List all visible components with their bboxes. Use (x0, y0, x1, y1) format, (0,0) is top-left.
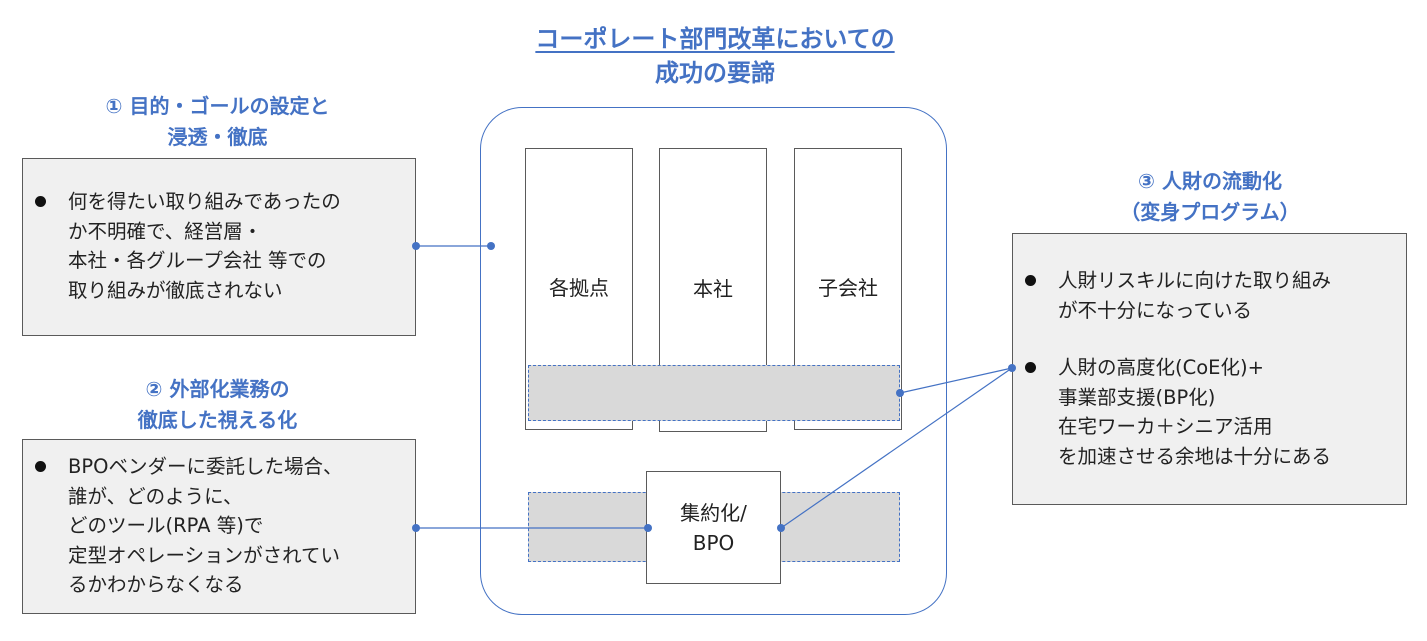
connector-band-to-talent (899, 367, 1013, 394)
column-subsidiaries-label: 子会社 (818, 275, 878, 300)
connector-endpoint (412, 242, 420, 250)
outsourcing-issue-line: 定型オペレーションがされてい (68, 543, 341, 567)
goal-issue-line: 本社・各グループ会社 等での (68, 249, 327, 272)
talent-issue-bullet-2: 人財の高度化(CoE化)+ 事業部支援(BP化) 在宅ワーカ＋シニア活用 を加速… (1021, 353, 1406, 471)
shared-function-band (528, 365, 900, 421)
heading-goal-setting-line-2: 浸透・徹底 (167, 125, 268, 149)
talent-issue-line: 事業部支援(BP化) (1058, 385, 1216, 409)
outsourcing-issue-line: BPOベンダーに委託した場合、 (68, 455, 343, 478)
talent-issue-line: を加速させる余地は十分にある (1058, 444, 1332, 468)
goal-issue-line: 取り組みが徹底されない (68, 278, 283, 302)
goal-issue-box: 何を得たい取り組みであったの か不明確で、経営層・ 本社・各グループ会社 等での… (22, 158, 416, 336)
outsourcing-issue-line: るかわからなくなる (68, 573, 244, 596)
outsourcing-issue-line: どのツール(RPA 等)で (68, 514, 264, 537)
connector-endpoint (487, 242, 495, 250)
connector-endpoint (644, 524, 652, 532)
heading-talent-mobility-line-2: （変身プログラム） (1120, 200, 1300, 224)
talent-issue-line: が不十分になっている (1058, 298, 1253, 322)
title-line-1: コーポレート部門改革においての (535, 25, 895, 53)
heading-talent-mobility-line-1: ③ 人財の流動化 (1138, 169, 1282, 193)
talent-issue-line: 人財リスキルに向けた取り組み (1058, 269, 1332, 292)
heading-talent-mobility: ③ 人財の流動化 （変身プログラム） (1040, 166, 1380, 228)
connector-bpo-to-talent (780, 367, 1013, 529)
talent-issue-line: 在宅ワーカ＋シニア活用 (1058, 415, 1273, 438)
column-headquarters-label: 本社 (693, 276, 733, 301)
goal-issue-line: 何を得たい取り組みであったの (68, 190, 341, 213)
connector-endpoint (777, 524, 785, 532)
bpo-label-line-1: 集約化/ (680, 500, 747, 525)
heading-goal-setting: ① 目的・ゴールの設定と 浸透・徹底 (40, 91, 395, 153)
bullet-icon (1025, 275, 1036, 286)
talent-issue-bullet-1: 人財リスキルに向けた取り組み が不十分になっている (1021, 266, 1406, 325)
bullet-icon (35, 461, 46, 472)
bpo-label-line-2: BPO (692, 530, 735, 555)
bpo-box: 集約化/ BPO (646, 471, 781, 584)
outsourcing-issue-line: 誰が、どのように、 (68, 484, 243, 508)
title-line-2: 成功の要諦 (655, 59, 775, 87)
connector-endpoint (412, 524, 420, 532)
outsourcing-issue-bullet: BPOベンダーに委託した場合、 誰が、どのように、 どのツール(RPA 等)で … (31, 452, 407, 600)
heading-outsourcing-visibility: ② 外部化業務の 徹底した視える化 (40, 374, 395, 436)
heading-outsourcing-visibility-line-1: ② 外部化業務の (145, 377, 290, 401)
goal-issue-bullet: 何を得たい取り組みであったの か不明確で、経営層・ 本社・各グループ会社 等での… (31, 187, 407, 305)
connector-endpoint (1008, 364, 1016, 372)
talent-issue-line: 人財の高度化(CoE化)+ (1058, 356, 1264, 379)
bullet-icon (1025, 362, 1036, 373)
goal-issue-line: か不明確で、経営層・ (68, 219, 263, 243)
heading-goal-setting-line-1: ① 目的・ゴールの設定と (105, 94, 330, 118)
outsourcing-issue-box: BPOベンダーに委託した場合、 誰が、どのように、 どのツール(RPA 等)で … (22, 439, 416, 614)
column-branches-label: 各拠点 (549, 275, 609, 300)
bullet-icon (35, 196, 46, 207)
talent-issue-box: 人財リスキルに向けた取り組み が不十分になっている 人財の高度化(CoE化)+ … (1012, 233, 1407, 505)
diagram-title: コーポレート部門改革においての 成功の要諦 (460, 22, 970, 90)
connector-endpoint (896, 389, 904, 397)
heading-outsourcing-visibility-line-2: 徹底した視える化 (137, 408, 298, 432)
